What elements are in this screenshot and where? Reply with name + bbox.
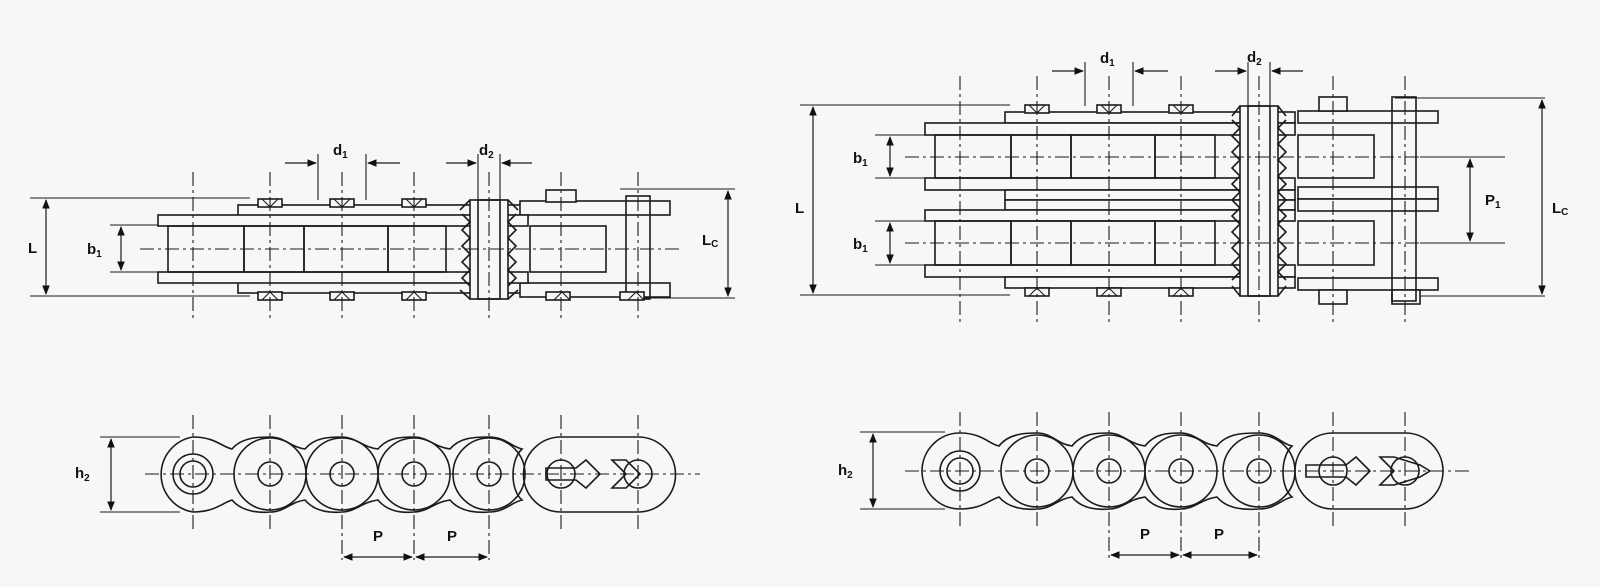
double-strand-top-view: L b1 b1 P1 LC	[795, 49, 1568, 325]
label-L: L	[28, 240, 37, 257]
label-b1-upper: b1	[853, 150, 868, 169]
label-Lc: LC	[702, 232, 718, 250]
label-L: L	[795, 200, 804, 217]
label-pitch-1: P	[373, 528, 383, 545]
label-h2: h2	[838, 462, 853, 481]
single-strand-top-view: L b1 LC	[28, 142, 735, 320]
label-pitch-2: P	[447, 528, 457, 545]
single-strand-side-view: h2 P P	[75, 415, 700, 561]
label-d1: d1	[333, 142, 348, 161]
label-P1: P1	[1485, 192, 1501, 211]
label-pitch-1: P	[1140, 526, 1150, 543]
double-strand-side-view: h2 P P	[838, 412, 1470, 559]
label-d2: d2	[479, 142, 494, 161]
label-Lc: LC	[1552, 200, 1568, 218]
label-d2: d2	[1247, 49, 1262, 68]
label-pitch-2: P	[1214, 526, 1224, 543]
label-b1-lower: b1	[853, 236, 868, 255]
label-d1: d1	[1100, 50, 1115, 69]
label-b1: b1	[87, 241, 102, 260]
label-h2: h2	[75, 465, 90, 484]
